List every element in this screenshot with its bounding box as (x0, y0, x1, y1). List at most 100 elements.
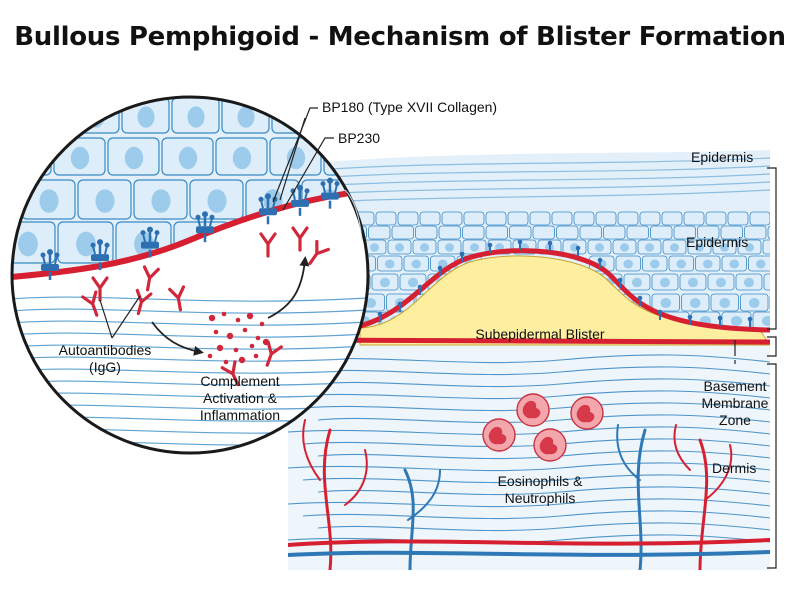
complement-label-2: Activation & (203, 390, 277, 406)
complement-particle (235, 317, 241, 323)
keratinocyte (415, 225, 438, 240)
keratinocyte (762, 239, 770, 255)
dermal-fibers (288, 354, 770, 544)
zoom-connector (344, 189, 363, 241)
eosinophils-and-neutrophils (482, 393, 604, 462)
tissue-cross-section (288, 150, 770, 570)
keratinocyte (12, 221, 56, 264)
keratinocyte (138, 60, 181, 93)
bound-antibody (142, 265, 160, 292)
blister-roof-membrane (329, 248, 770, 333)
keratinocyte (509, 225, 532, 240)
keratinocyte (377, 255, 403, 272)
keratinocyte (419, 211, 441, 226)
complement-particle (242, 327, 248, 333)
epidermis-inner-label: Epidermis (686, 234, 749, 250)
bp180-receptor (290, 184, 310, 216)
keratinocyte (767, 225, 770, 240)
keratinocyte (387, 239, 412, 255)
keratinocyte (532, 225, 555, 240)
blister-label: Subepidermal Blister (475, 326, 605, 342)
keratinocyte (562, 239, 587, 255)
keratinocyte (403, 255, 429, 272)
bp180-receptor (195, 211, 215, 243)
keratinocyte (727, 211, 749, 226)
keratinocyte (485, 225, 508, 240)
complement-label-3: Inflammation (199, 407, 281, 423)
keratinocyte (189, 179, 244, 220)
keratinocyte (441, 211, 463, 226)
bp180-receptor (320, 177, 340, 209)
complement-particle (226, 332, 234, 340)
bp230-label: BP230 (338, 130, 381, 146)
keratinocyte (507, 211, 529, 226)
keratinocyte (737, 239, 762, 255)
dermis-label: Dermis (712, 460, 757, 476)
keratinocyte (368, 60, 411, 93)
keratinocyte (53, 137, 106, 176)
complement-particle (246, 312, 254, 320)
keratinocyte (642, 255, 668, 272)
keratinocyte (721, 255, 747, 272)
blood-vessels (288, 419, 770, 570)
keratinocyte (462, 239, 487, 255)
bp180-receptor (40, 248, 60, 280)
complement-particle (208, 314, 216, 322)
keratinocyte (626, 225, 649, 240)
keratinocyte (184, 60, 227, 93)
free-antibody (81, 290, 99, 317)
keratinocyte (551, 211, 573, 226)
complement-particle (207, 353, 213, 359)
keratinocyte (749, 211, 770, 226)
epidermis-outer-label: Epidermis (691, 149, 754, 165)
keratinocyte (639, 211, 661, 226)
bmz-label-2: Membrane (701, 395, 769, 411)
bp180-receptor (140, 226, 160, 258)
cells-label-2: Neutrophils (504, 490, 576, 506)
magnified-dermis-fibers (12, 295, 368, 453)
bound-autoantibodies (91, 226, 330, 302)
receptor (547, 240, 553, 251)
keratinocyte (556, 225, 579, 240)
free-antibody (265, 340, 283, 367)
keratinocyte (397, 211, 419, 226)
keratinocyte (615, 255, 641, 272)
complement-label-1: Complement (200, 373, 280, 389)
complement-particle (255, 335, 261, 341)
keratinocyte (437, 239, 462, 255)
keratinocyte (603, 225, 626, 240)
receptor (617, 277, 623, 288)
complement-particle (221, 311, 227, 317)
complement-particle (233, 347, 239, 353)
complement-particle (223, 359, 229, 365)
keratinocyte (712, 239, 737, 255)
keratinocyte (462, 225, 485, 240)
autoantibody-leader (99, 295, 141, 339)
receptor (397, 301, 403, 312)
keratinocyte (92, 60, 135, 93)
keratinocyte (221, 97, 270, 134)
keratinocyte (735, 273, 763, 291)
complement-particle (216, 344, 224, 352)
complement-particle (238, 356, 246, 364)
keratinocyte (391, 225, 414, 240)
keratinocyte (46, 60, 89, 93)
receptor (377, 311, 383, 322)
keratinocyte (662, 239, 687, 255)
keratinocyte (371, 273, 399, 291)
keratinocyte (650, 225, 673, 240)
arrow-to-complement (151, 321, 204, 356)
complement-particle (249, 343, 255, 349)
keratinocyte (595, 211, 617, 226)
keratinocyte (230, 60, 273, 93)
cells-label-1: Eosinophils & (497, 473, 583, 489)
receptor (417, 284, 423, 295)
keratinocyte (710, 293, 739, 312)
receptor (637, 295, 643, 306)
complement-particle (253, 353, 259, 359)
bound-antibody (291, 226, 309, 252)
keratinocyte (161, 137, 214, 176)
keratinocyte (485, 211, 507, 226)
keratinocyte (529, 211, 551, 226)
bp180-receptor (258, 193, 278, 225)
